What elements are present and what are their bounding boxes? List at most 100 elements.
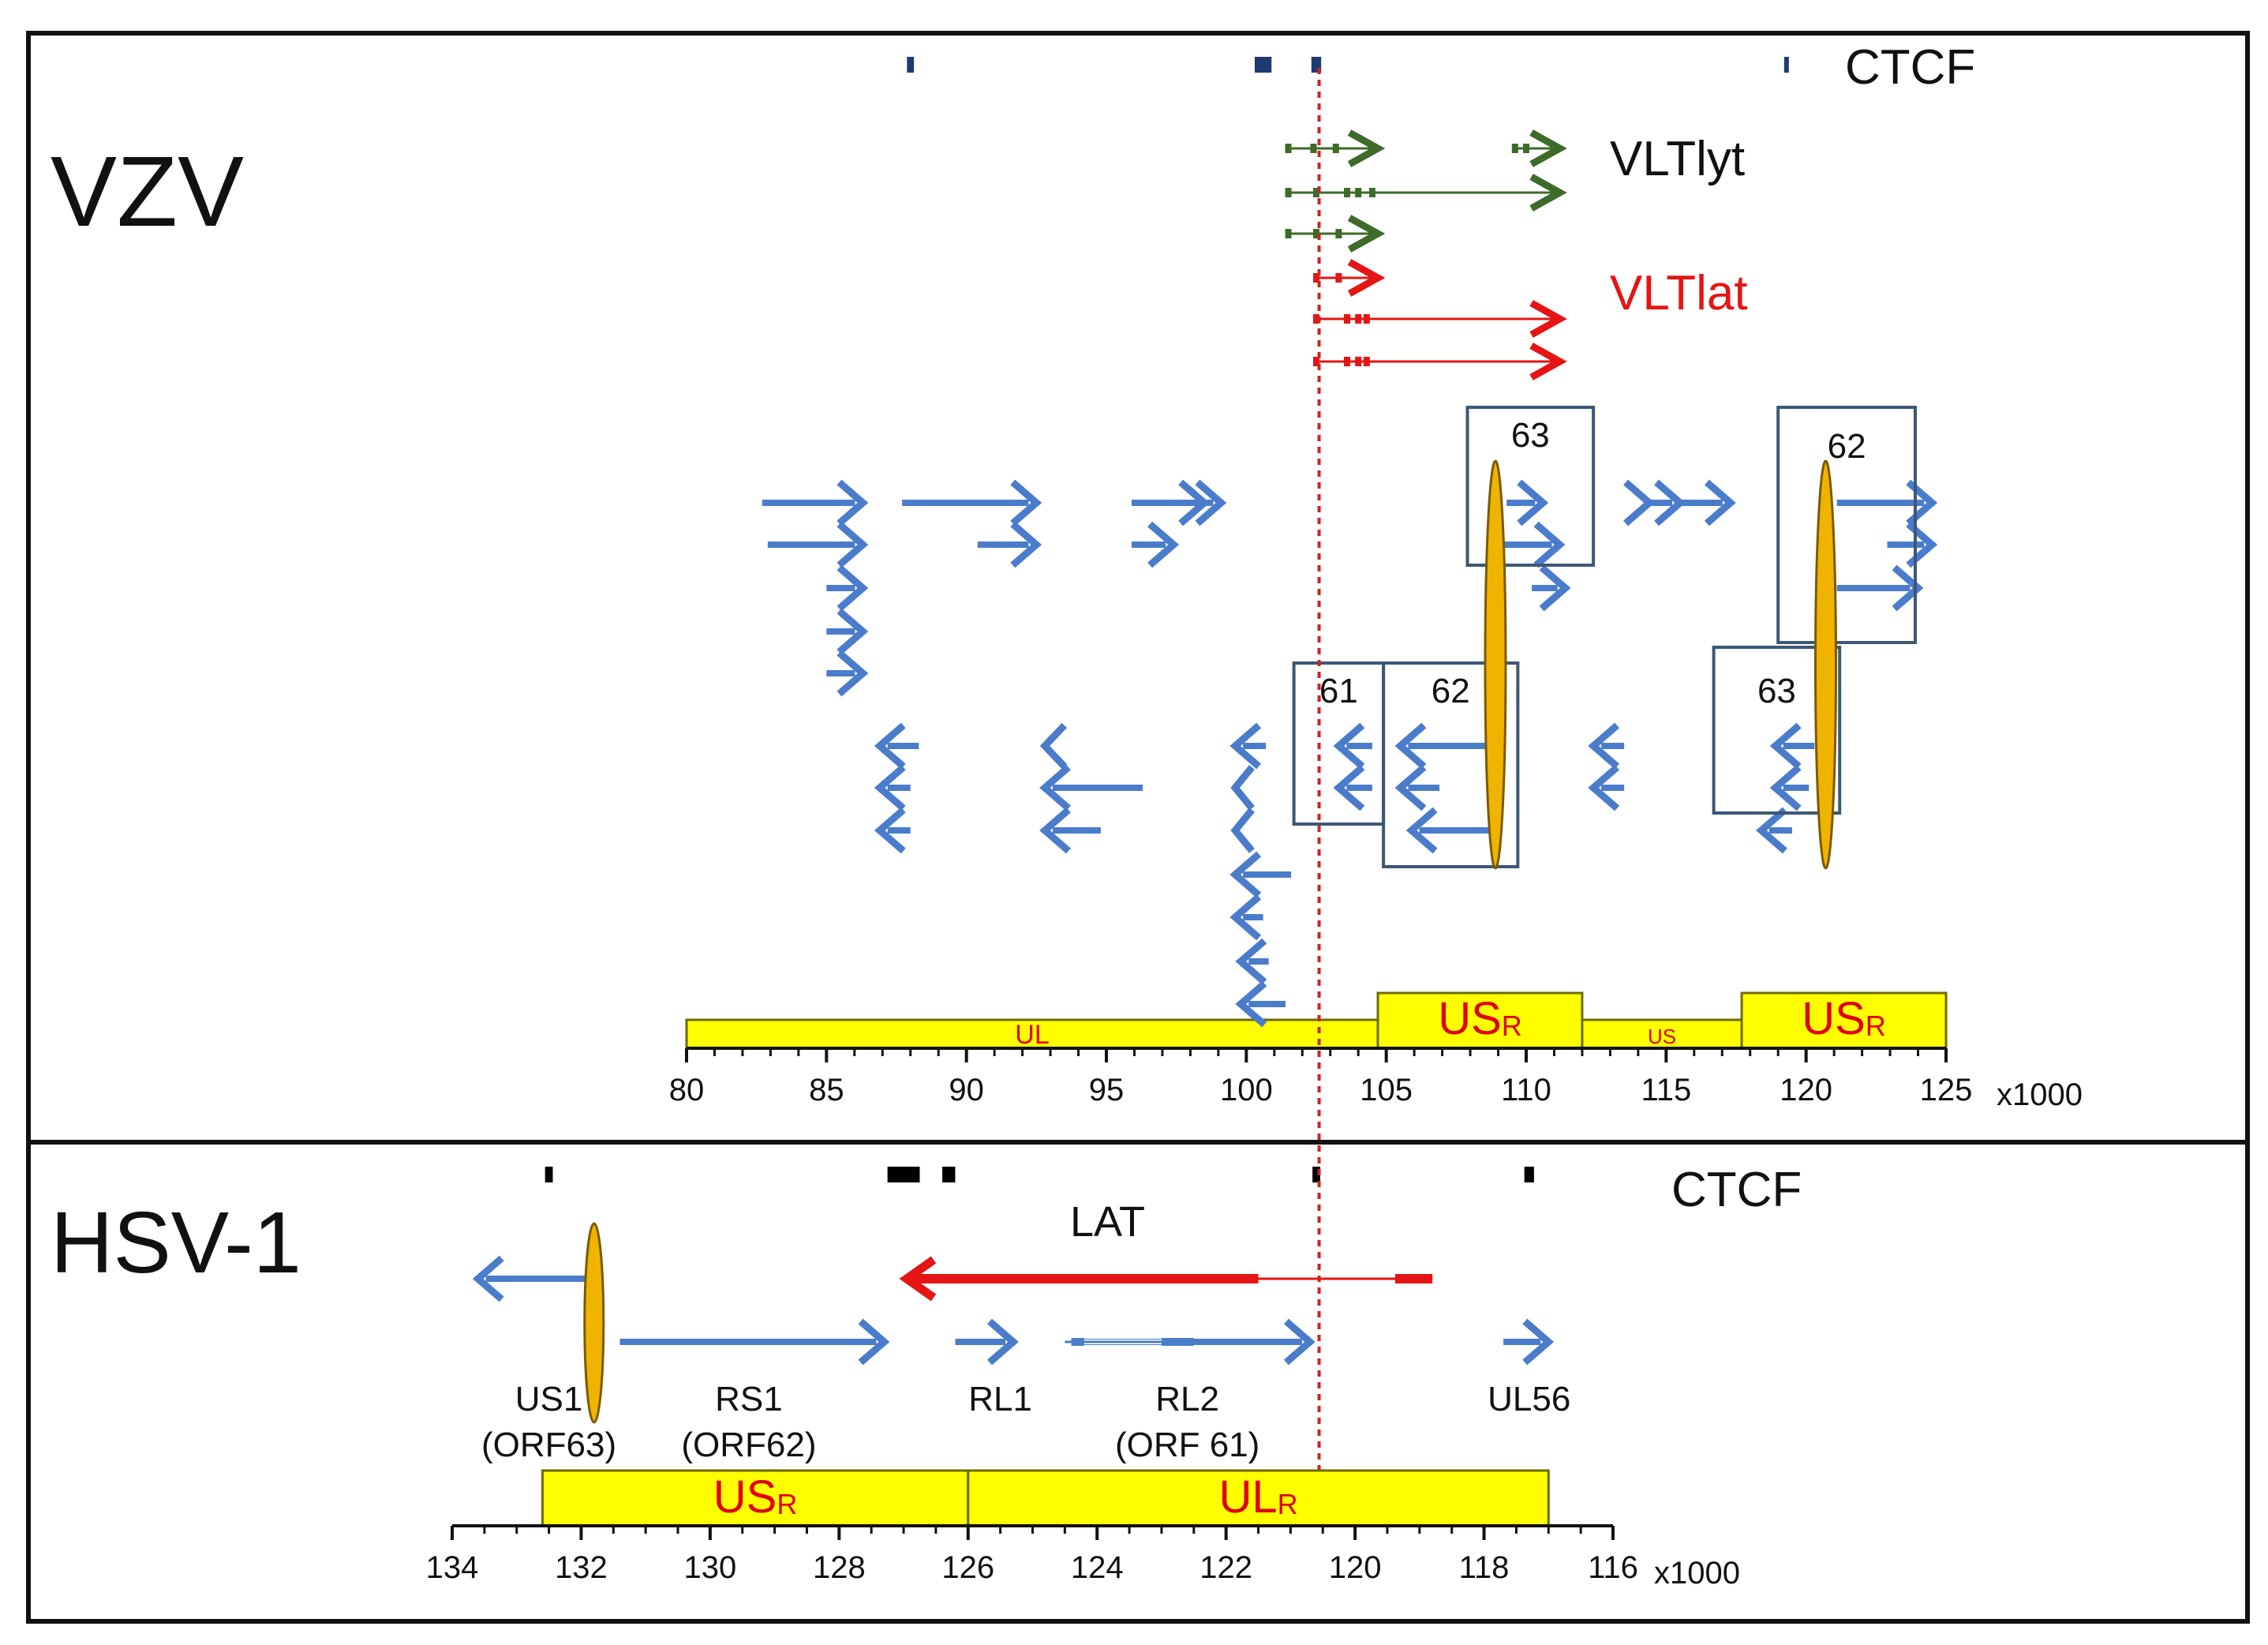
vlt-lat-exon [1363, 314, 1370, 324]
ctcf-site [1312, 1167, 1320, 1182]
vzv-title: VZV [51, 136, 244, 247]
vzv-reverse-gene-head [1394, 764, 1427, 811]
vzv-forward-gene-head [836, 608, 869, 655]
ctcf-site [887, 1167, 920, 1182]
hsv-forward-gene-head [858, 1318, 890, 1366]
hsv-tick-label: 116 [1588, 1550, 1638, 1585]
lat-arrowhead [899, 1256, 937, 1302]
vlt-lyt-arrowhead [1529, 129, 1567, 167]
vzv-tick-label: 80 [669, 1073, 705, 1107]
hsv-tick-label: 126 [941, 1550, 994, 1585]
vlt-lyt-exon [1310, 144, 1317, 153]
hsv-panel-frame [26, 1140, 2250, 1624]
ortholog-box-label: 63 [1757, 672, 1796, 710]
hsv-region-label: ULR [1218, 1471, 1297, 1523]
vlt-lat-label: VLTlat [1610, 266, 1748, 320]
vzv-reverse-gene-head [1769, 764, 1802, 811]
vzv-reverse-gene-head [1756, 807, 1787, 854]
vzv-tick-label: 85 [809, 1073, 844, 1107]
vzv-forward-gene-head [836, 521, 869, 568]
inverted-repeat-oval [1484, 459, 1507, 870]
vzv-forward-gene-head [1010, 521, 1042, 568]
ortholog-box [1712, 646, 1842, 815]
hsv-forward-gene-head [1283, 1318, 1316, 1366]
vzv-reverse-gene-head [1235, 938, 1267, 985]
vlt-lyt-exon [1285, 144, 1292, 153]
vzv-forward-gene-head [1704, 479, 1736, 526]
vlt-lyt-exon [1355, 188, 1362, 197]
vzv-ctcf-label: CTCF [1845, 40, 1975, 95]
vzv-reverse-gene-head [874, 807, 906, 854]
vzv-axis-unit: x1000 [1997, 1077, 2083, 1112]
vzv-tick-label: 105 [1360, 1073, 1413, 1107]
vlt-lyt-exon [1368, 188, 1375, 197]
vlt-lat-exon [1363, 357, 1370, 366]
hsv-forward-gene-head [1522, 1318, 1555, 1366]
vzv-reverse-gene-head [1405, 807, 1438, 854]
vzv-forward-gene-head [836, 650, 869, 697]
ortholog-box [1465, 406, 1596, 567]
vlt-lyt-exon [1313, 188, 1319, 197]
vzv-region-label: UL [1015, 1020, 1049, 1050]
vzv-tick-label: 120 [1780, 1073, 1832, 1107]
hsv-gene-alias: (ORF63) [481, 1426, 616, 1464]
vzv-tick-label: 95 [1089, 1073, 1125, 1107]
hsv-gene-alias: (ORF62) [681, 1426, 816, 1464]
ctcf-site [545, 1167, 553, 1182]
hsv-tick-label: 124 [1071, 1550, 1124, 1585]
vzv-region-box [1740, 991, 1948, 1050]
hsv-tick-label: 134 [426, 1550, 479, 1585]
vzv-tick-label: 125 [1920, 1073, 1973, 1107]
vzv-reverse-gene-head [1333, 764, 1365, 811]
vzv-region-label: US [1648, 1025, 1676, 1048]
hsv-forward-gene-head [987, 1318, 1019, 1366]
vzv-reverse-gene-head [874, 722, 906, 770]
hsv-tick-label: 130 [684, 1550, 737, 1585]
vzv-tick-label: 115 [1641, 1073, 1691, 1107]
vzv-region-label: USR [1438, 993, 1522, 1044]
hsv-gene-name: RS1 [715, 1380, 783, 1418]
hsv-reverse-gene-head [472, 1255, 504, 1302]
hsv-region-box [967, 1469, 1550, 1527]
vzv-forward-gene-head [1147, 521, 1179, 568]
vzv-reverse-gene-head [1229, 851, 1262, 898]
vlt-lyt-exon [1332, 144, 1339, 153]
ctcf-site [1524, 1167, 1534, 1182]
vzv-ctcf-sites [907, 57, 1789, 73]
vlt-lat-exon [1344, 314, 1351, 324]
vlt-lyt-arrowhead [1529, 174, 1567, 212]
vzv-genes [762, 479, 1938, 1028]
vzv-forward-gene-head [1539, 564, 1571, 612]
hsv-ctcf-label: CTCF [1671, 1163, 1802, 1217]
vzv-reverse-gene-head [1588, 764, 1620, 811]
ortholog-box [1776, 406, 1917, 644]
vlt-lat-arrowhead [1347, 259, 1386, 297]
vlt-lat-exon [1313, 273, 1319, 283]
vlt-lyt-arrowhead [1347, 129, 1386, 167]
vzv-reverse-gene-head [1230, 808, 1255, 853]
vlt-lat-exon [1355, 357, 1362, 366]
vlt-lat-exon [1313, 357, 1319, 366]
vlt-lyt-exon [1285, 229, 1292, 238]
ctcf-site [907, 57, 915, 73]
vzv-reverse-gene-head [1229, 894, 1262, 941]
vzv-reverse-gene-head [1394, 722, 1427, 770]
ortholog-box-label: 62 [1828, 427, 1866, 466]
vlt-lyt-arrowhead [1347, 215, 1386, 253]
vzv-tick-label: 110 [1501, 1073, 1551, 1107]
vzv-reverse-gene-head [874, 764, 906, 811]
vzv-reverse-gene-head [1039, 807, 1071, 854]
hsv-genes [472, 1255, 1555, 1366]
vlt-lyt-label: VLTlyt [1610, 132, 1745, 186]
vzv-forward-gene-head [836, 479, 869, 526]
ctcf-site [1783, 57, 1789, 73]
vzv-forward-gene-head [1892, 564, 1924, 612]
vzv-reverse-gene-head [1769, 722, 1802, 770]
vzv-reverse-gene-head [1235, 980, 1267, 1028]
